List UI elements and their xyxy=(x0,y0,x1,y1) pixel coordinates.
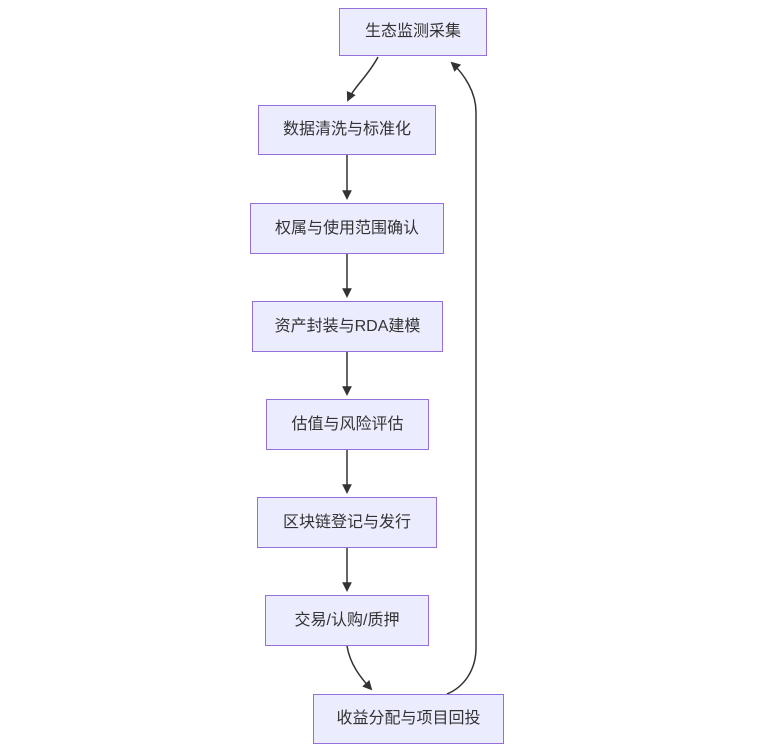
edge-collect-to-clean xyxy=(346,56,379,102)
node-label: 交易/认购/质押 xyxy=(294,611,400,629)
edge-revenue-loop-to-collect xyxy=(446,61,477,695)
node-revenue-distribution-reinvestment: 收益分配与项目回投 xyxy=(313,694,504,744)
node-label: 收益分配与项目回投 xyxy=(336,710,481,728)
node-asset-packaging-rda-modeling: 资产封装与RDA建模 xyxy=(252,301,443,352)
node-label: 区块链登记与发行 xyxy=(282,513,411,531)
edge-trade-to-revenue xyxy=(346,645,373,691)
node-label: 权属与使用范围确认 xyxy=(274,219,419,237)
node-eco-monitoring-collection: 生态监测采集 xyxy=(339,8,487,56)
node-data-cleaning-standardization: 数据清洗与标准化 xyxy=(258,105,436,155)
node-ownership-scope-confirmation: 权属与使用范围确认 xyxy=(250,203,444,254)
node-trade-subscribe-pledge: 交易/认购/质押 xyxy=(265,595,429,646)
node-label: 生态监测采集 xyxy=(364,23,461,41)
node-valuation-risk-assessment: 估值与风险评估 xyxy=(266,399,429,450)
node-label: 资产封装与RDA建模 xyxy=(274,317,421,335)
node-blockchain-registration-issuance: 区块链登记与发行 xyxy=(257,497,437,548)
node-label: 估值与风险评估 xyxy=(291,415,404,433)
node-label: 数据清洗与标准化 xyxy=(282,121,411,139)
